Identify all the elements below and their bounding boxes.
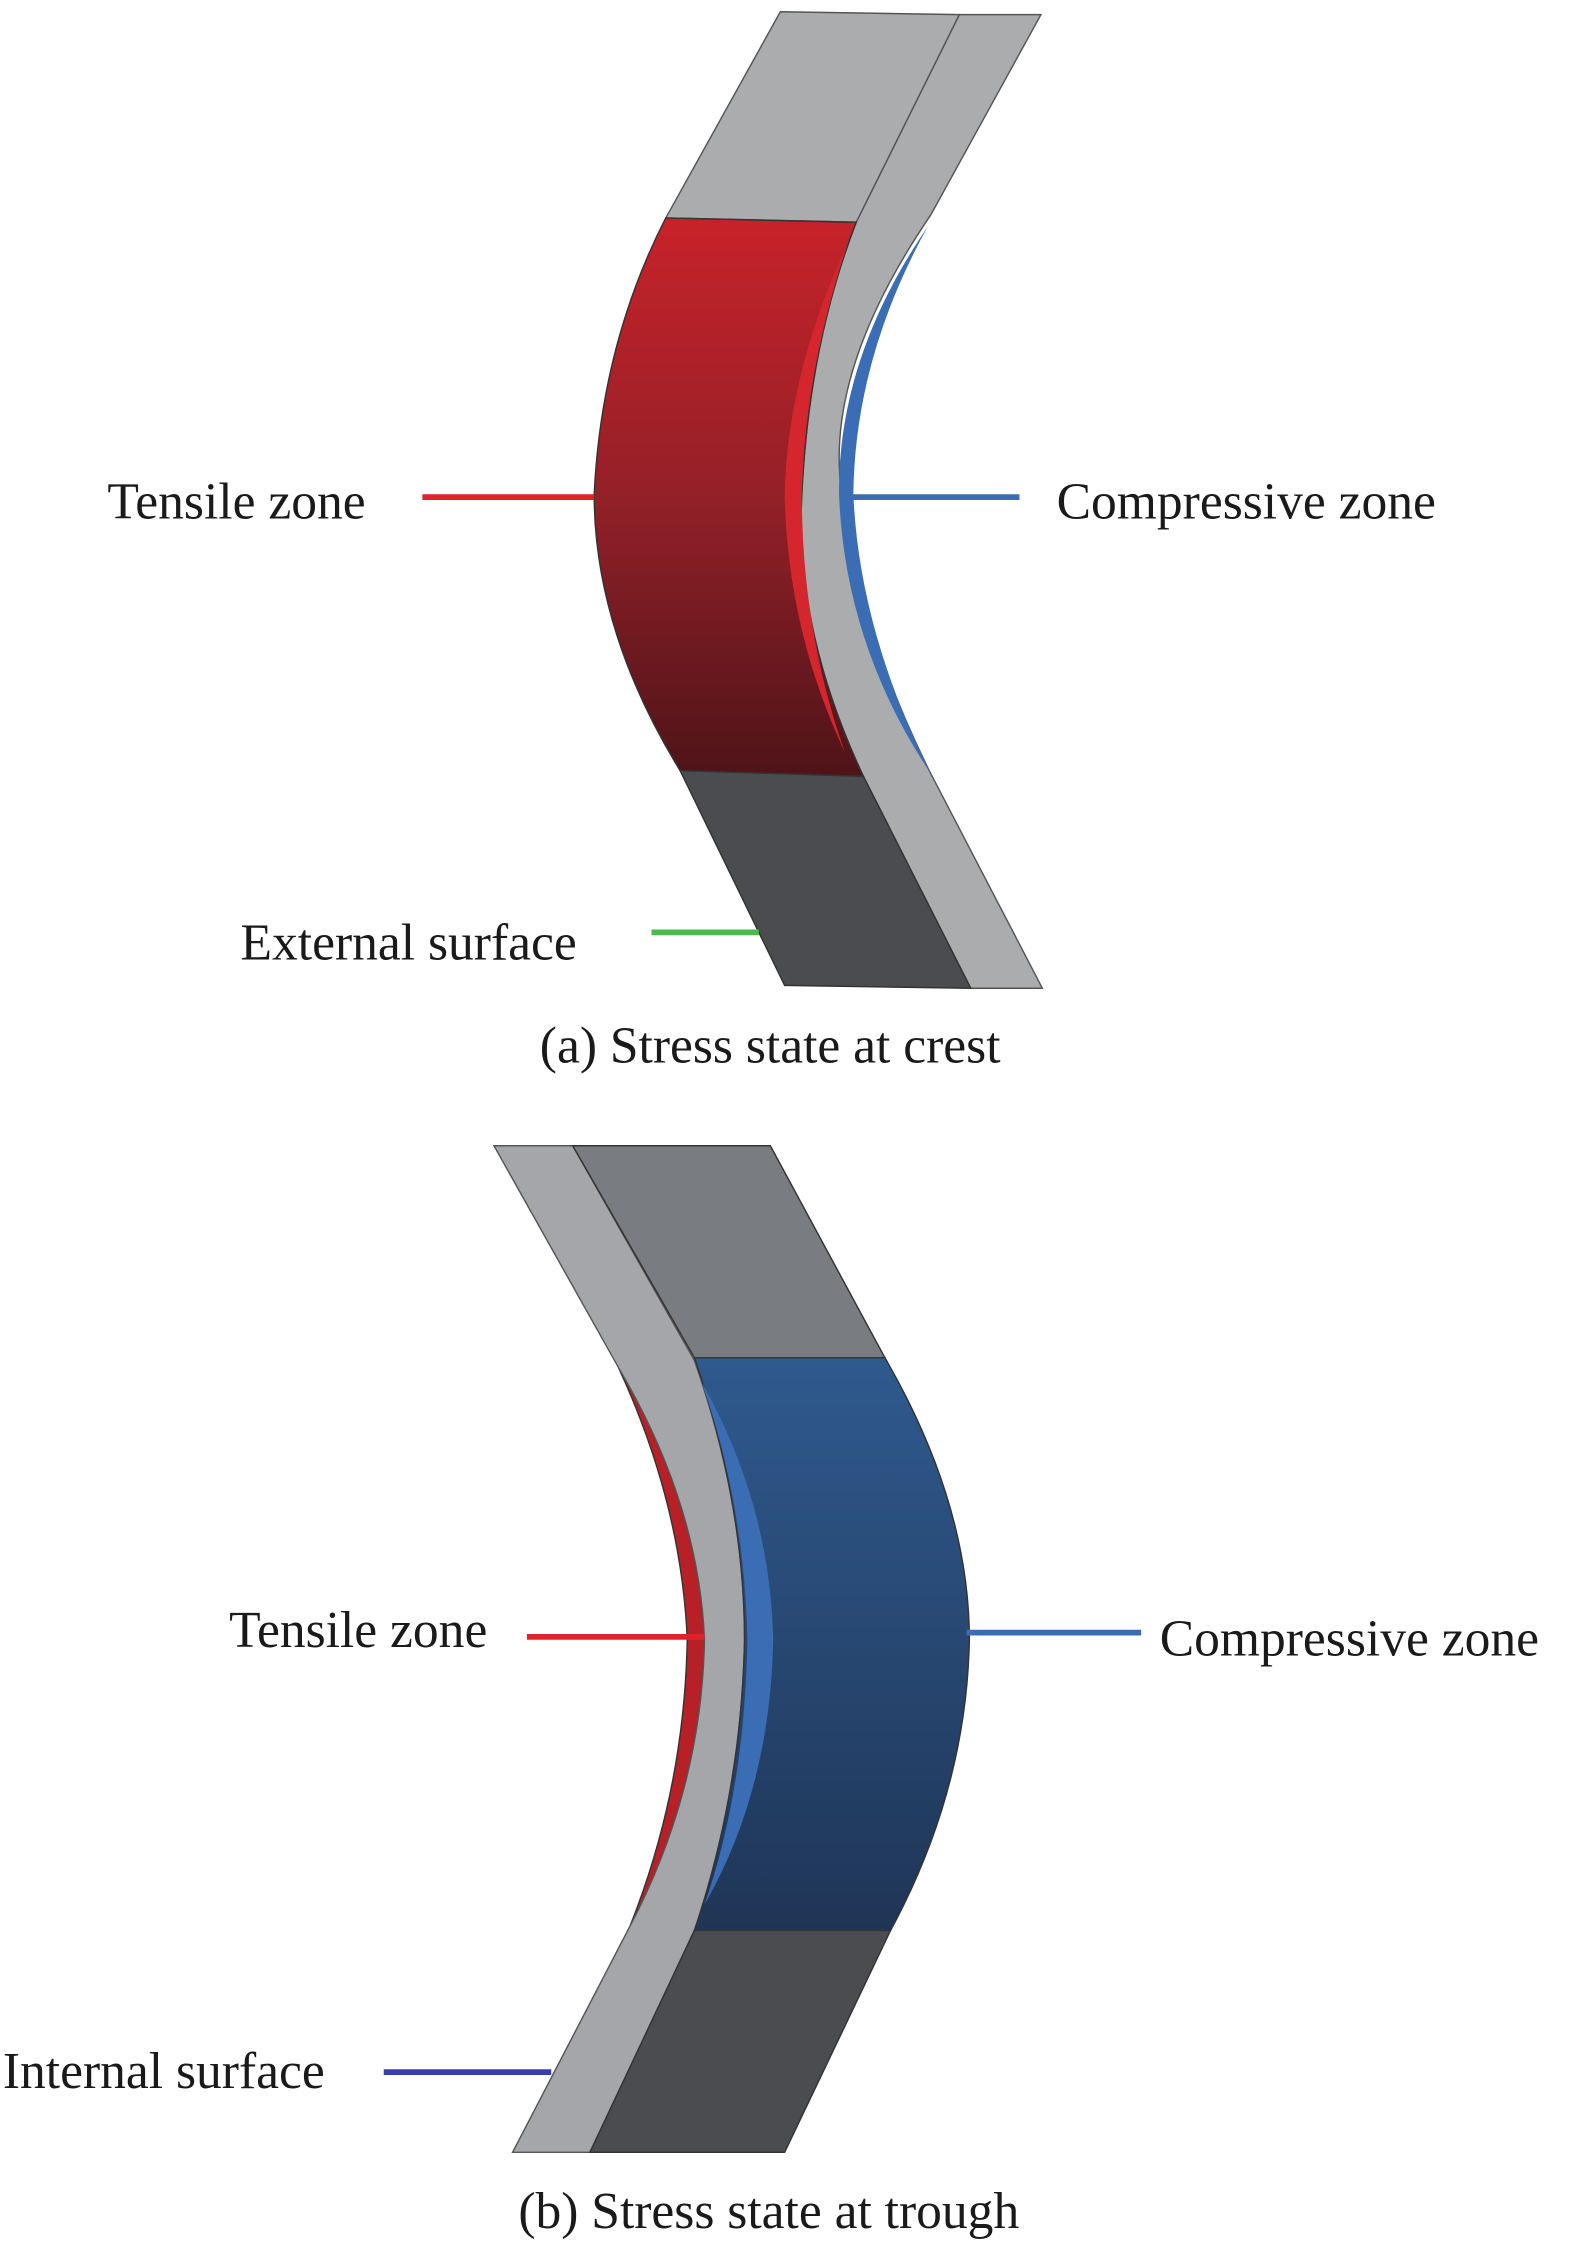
compressive-label-a: Compressive zone — [1057, 474, 1436, 531]
internal-label-b: Internal surface — [3, 2043, 325, 2100]
compressive-strip-b — [701, 1382, 774, 1905]
external-label-a: External surface — [241, 915, 577, 972]
tensile-strip-a — [784, 243, 848, 753]
tensile-label-a: Tensile zone — [107, 474, 365, 531]
caption-a: (a) Stress state at crest — [540, 1018, 1001, 1075]
figure-b-trough: Tensile zone Compressive zone Internal s… — [3, 1145, 1539, 2240]
figure-a-crest: Tensile zone Compressive zone External s… — [107, 11, 1436, 1075]
bottom-face-b — [588, 1929, 892, 2154]
bottom-face-a — [678, 769, 972, 989]
caption-b: (b) Stress state at trough — [518, 2183, 1019, 2240]
compressive-label-b: Compressive zone — [1160, 1610, 1539, 1667]
compressive-strip-a — [839, 226, 931, 774]
tensile-label-b: Tensile zone — [229, 1602, 487, 1659]
